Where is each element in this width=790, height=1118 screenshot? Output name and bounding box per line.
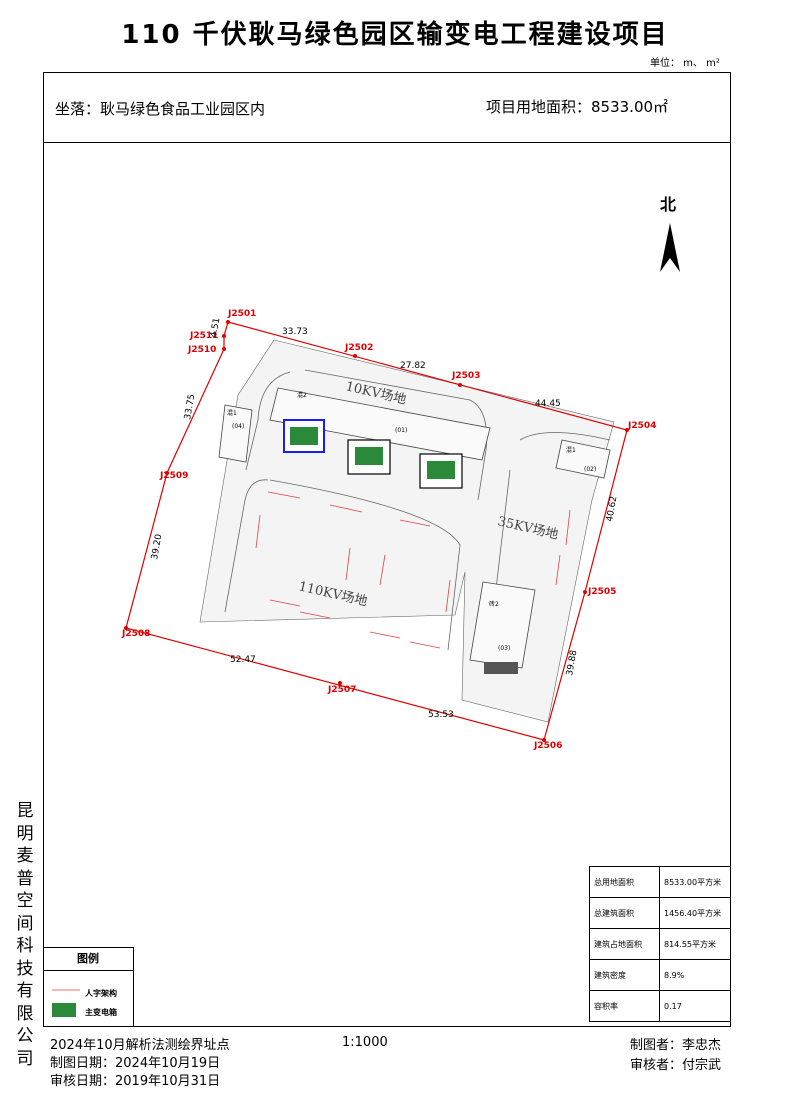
transformer-3-icon [427, 461, 455, 479]
point-j2506: J2506 [533, 741, 562, 751]
legend-title: 图例 [43, 948, 133, 971]
dist-2502-2503: 27.82 [400, 361, 426, 371]
transformer-1-icon [290, 427, 318, 445]
building-04 [218, 404, 253, 463]
point-j2509: J2509 [159, 471, 188, 481]
site-area-text: 项目用地面积：8533.00㎡ [486, 98, 669, 116]
label-02: (02) [584, 466, 596, 473]
point-j2507: J2507 [327, 685, 356, 695]
road-middle [269, 479, 461, 651]
page-title: 110 千伏耿马绿色园区输变电工程建设项目 [121, 20, 669, 50]
legend-item-frame: 人字架构 [85, 989, 117, 998]
label-building-03-type: 砖2 [489, 600, 499, 608]
point-j2511: J2511 [189, 331, 218, 341]
stats-label: 容积率 [589, 990, 660, 1022]
road-north [245, 369, 488, 501]
dist-2505-2506: 39.88 [565, 649, 579, 676]
stats-value: 814.55平方米 [659, 928, 731, 960]
label-01: (01) [395, 427, 407, 434]
check-date: 审核日期：2019年10月31日 [50, 1074, 221, 1089]
stats-label: 建筑占地面积 [589, 928, 660, 960]
dist-2501-2502: 33.73 [282, 327, 308, 337]
label-building-04-type: 混1 [227, 409, 237, 417]
drawer: 制图者：李忠杰 [630, 1038, 722, 1053]
north-arrow-icon [660, 223, 680, 272]
dist-2507-2506: 53.53 [428, 710, 454, 720]
point-j2504: J2504 [627, 421, 656, 431]
dist-2509-2508: 39.20 [150, 533, 164, 560]
header-divider [43, 142, 731, 143]
label-building-02-type: 混1 [566, 446, 576, 454]
stats-value: 8533.00平方米 [659, 866, 731, 898]
legend: 图例 人字架构 主变电箱 [43, 947, 134, 1027]
building-03-stairs [484, 662, 518, 674]
point-j2505: J2505 [587, 587, 616, 597]
stats-label: 总用地面积 [589, 866, 660, 898]
stats-value: 8.9% [659, 959, 731, 991]
transformer-2-icon [355, 447, 383, 465]
stats-label: 建筑密度 [589, 959, 660, 991]
boundary-points [124, 320, 629, 742]
point-j2501: J2501 [227, 309, 256, 319]
location-text: 坐落：耿马绿色食品工业园区内 [55, 100, 266, 118]
point-j2510: J2510 [187, 345, 216, 355]
dist-2503-2504: 44.45 [535, 399, 561, 409]
point-j2502: J2502 [344, 343, 373, 353]
legend-item-transformer: 主变电箱 [85, 1008, 117, 1017]
survey-note: 2024年10月解析法测绘界址点 [50, 1038, 230, 1053]
unit-note: 单位： m、 m² [650, 58, 720, 69]
stats-value: 1456.40平方米 [659, 897, 731, 929]
company-name: 昆明麦普空间科技有限公司 [16, 801, 34, 1069]
stats-label: 总建筑面积 [589, 897, 660, 929]
label-04: (04) [232, 423, 244, 430]
label-03: (03) [498, 645, 510, 652]
scale: 1:1000 [342, 1035, 388, 1050]
point-j2508: J2508 [121, 629, 150, 639]
dist-2508-2507: 52.47 [230, 655, 256, 665]
building-01 [269, 387, 491, 461]
stats-value: 0.17 [659, 990, 731, 1022]
legend-transformer-icon [52, 1003, 76, 1017]
building-03 [469, 581, 536, 669]
map-frame [43, 72, 731, 1027]
draw-date: 制图日期：2024年10月19日 [50, 1056, 221, 1071]
point-j2503: J2503 [451, 371, 480, 381]
frame-structures [255, 491, 571, 649]
building-02 [555, 439, 611, 479]
dist-2501-2511: 4.51 [209, 317, 222, 338]
dist-2504-2505: 40.62 [605, 495, 619, 522]
road-west [224, 479, 269, 613]
label-building-01-type: 混2 [297, 391, 307, 399]
dist-2510-2509: 33.75 [183, 393, 197, 420]
reviewer: 审核者：付宗武 [630, 1058, 722, 1073]
north-label: 北 [660, 195, 676, 214]
